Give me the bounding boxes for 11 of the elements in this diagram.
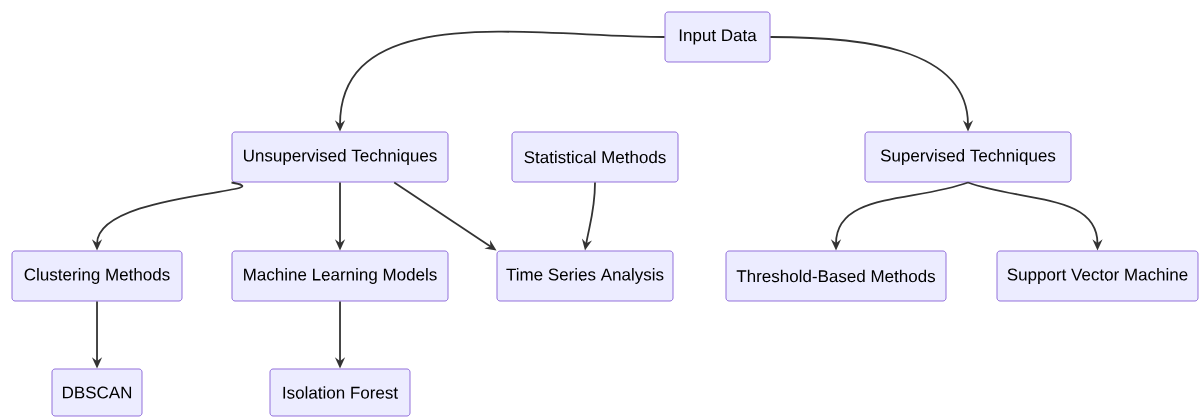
process-box: DBSCAN [51,368,143,417]
process-box: Supervised Techniques [864,131,1072,183]
process-box: Input Data [664,11,771,63]
process-box: Statistical Methods [511,131,679,183]
process-box: Unsupervised Techniques [231,131,449,183]
process-box: Time Series Analysis [496,250,674,302]
process-box: Threshold-Based Methods [725,250,947,302]
process-box: Support Vector Machine [996,250,1199,302]
process-box: Isolation Forest [269,368,411,417]
process-box: Clustering Methods [11,250,183,302]
process-box: Machine Learning Models [231,250,449,302]
